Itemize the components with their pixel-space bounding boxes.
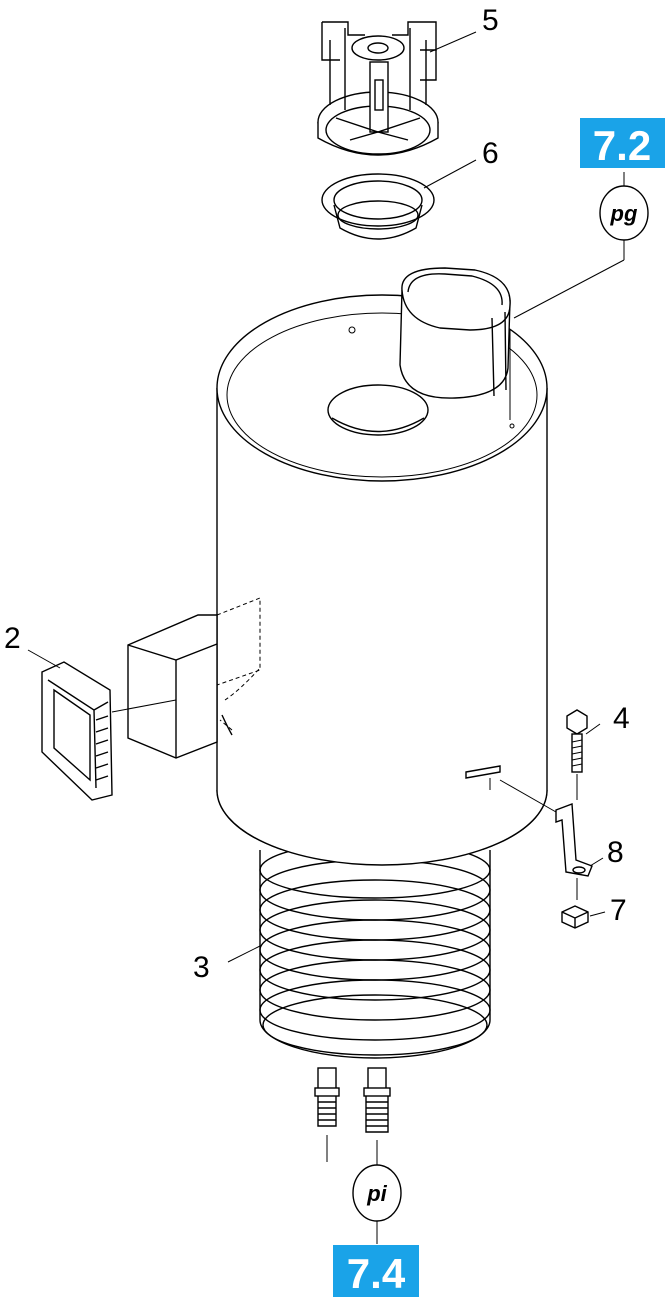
- badge-top[interactable]: 7.2: [580, 118, 665, 169]
- connector-bottom-label: pi: [366, 1181, 387, 1206]
- callout-3: 3: [193, 951, 210, 984]
- callout-7: 7: [610, 894, 627, 927]
- connector-bottom: pi: [352, 1164, 402, 1222]
- badge-bottom[interactable]: 7.4: [333, 1245, 419, 1297]
- callout-6: 6: [482, 137, 499, 170]
- badge-bottom-label: 7.4: [347, 1250, 406, 1297]
- part-3-coil: [216, 789, 548, 1162]
- part-7-nut: [561, 905, 589, 929]
- callout-8: 8: [607, 836, 624, 869]
- main-drum: [216, 267, 548, 866]
- part-5-cage: [317, 21, 439, 156]
- side-duct: [127, 597, 261, 759]
- callout-4: 4: [613, 702, 630, 735]
- callout-2: 2: [4, 622, 21, 655]
- leader-lines: [27, 31, 625, 1244]
- connector-top: pg: [599, 185, 649, 241]
- part-6-ring: [321, 173, 435, 240]
- part-8-bracket: [499, 779, 593, 900]
- callout-5: 5: [482, 4, 499, 37]
- connector-top-label: pg: [610, 201, 638, 226]
- part-2-grille: [41, 661, 177, 801]
- badge-top-label: 7.2: [593, 122, 651, 169]
- part-4-bolt: [566, 709, 588, 800]
- coil-fittings: [314, 1067, 391, 1162]
